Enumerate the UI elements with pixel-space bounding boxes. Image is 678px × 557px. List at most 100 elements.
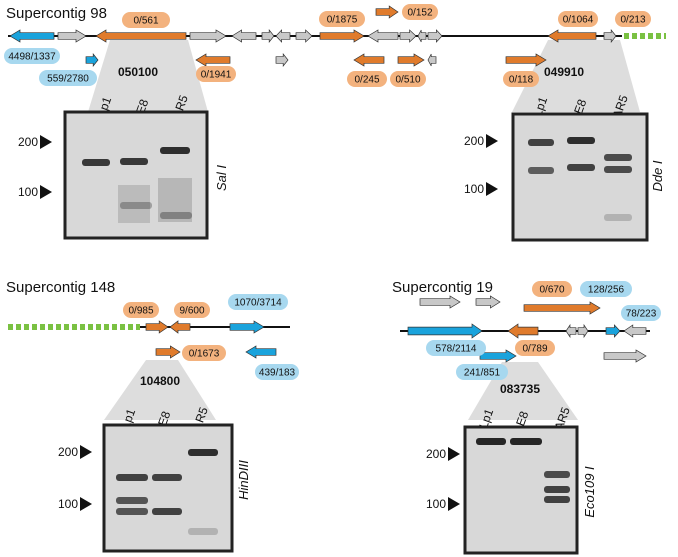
size-marker-arrow — [486, 134, 498, 148]
count-label: 0/1875 — [327, 15, 358, 26]
size-marker-arrow — [486, 182, 498, 196]
count-badge — [347, 71, 387, 87]
gene-arrow — [577, 323, 589, 339]
gel-band — [544, 471, 570, 478]
gene-arrow — [261, 29, 275, 43]
gel-band — [604, 214, 632, 221]
gene-arrow — [399, 29, 417, 43]
count-label: 1070/3714 — [234, 298, 282, 309]
gene-arrow — [603, 349, 647, 363]
gel-band — [604, 166, 632, 173]
size-marker-arrow — [80, 445, 92, 459]
gene-arrow — [479, 349, 517, 363]
count-label: 0/1941 — [201, 70, 232, 81]
locus-id: 049910 — [544, 65, 584, 79]
count-label: 0/118 — [509, 75, 534, 86]
count-badge — [122, 12, 170, 28]
count-label: 578/2114 — [436, 344, 477, 355]
gene-arrow — [169, 320, 191, 334]
count-badge — [196, 66, 236, 82]
gene-arrow — [319, 29, 365, 43]
gene-arrow — [427, 29, 443, 43]
gel-band — [82, 159, 110, 166]
gel-band — [152, 474, 182, 481]
count-badge — [558, 11, 598, 27]
size-marker-label: 100 — [58, 497, 78, 511]
size-marker-label: 100 — [18, 185, 38, 199]
gene-arrow — [375, 5, 399, 19]
gel-band — [544, 486, 570, 493]
gel-band — [116, 497, 148, 504]
gene-arrow — [353, 53, 385, 67]
size-marker-arrow — [80, 497, 92, 511]
gene-arrow — [427, 53, 437, 67]
count-badge — [182, 345, 226, 361]
gene-arrow — [547, 29, 597, 43]
count-label: 0/985 — [128, 306, 153, 317]
gel-band — [116, 474, 148, 481]
gene-arrow — [155, 345, 181, 359]
count-label: 78/223 — [626, 309, 657, 320]
gel-smear — [118, 185, 150, 223]
count-label: 439/183 — [259, 368, 296, 379]
gel-band — [604, 154, 632, 161]
count-label: 0/245 — [354, 75, 379, 86]
count-label: 0/1064 — [563, 15, 594, 26]
count-badge — [123, 302, 159, 318]
count-label: 9/600 — [179, 306, 204, 317]
lane-label: Lp1 — [476, 407, 496, 431]
gel-band — [510, 438, 542, 445]
size-marker-arrow — [40, 185, 52, 199]
locus-id: 104800 — [140, 374, 180, 388]
panel-title: Supercontig 148 — [6, 279, 115, 296]
lane-label: E8 — [513, 409, 531, 428]
size-marker-label: 200 — [464, 134, 484, 148]
gel-band — [116, 508, 148, 515]
enzyme-label: HinDIII — [236, 460, 251, 500]
count-badge — [426, 340, 486, 356]
gene-arrow — [231, 29, 257, 43]
gene-arrow — [229, 320, 265, 334]
gene-arrow — [367, 29, 399, 43]
size-marker-label: 200 — [426, 447, 446, 461]
count-label: 0/789 — [522, 344, 547, 355]
count-badge — [228, 294, 288, 310]
lane-label: Lp1 — [530, 95, 550, 119]
lane-label: E8 — [571, 97, 589, 116]
gel-band — [567, 164, 595, 171]
count-label: 0/561 — [133, 16, 158, 27]
gel-band — [120, 158, 148, 165]
size-marker-label: 100 — [426, 497, 446, 511]
count-badge — [390, 71, 426, 87]
gel-band — [188, 528, 218, 535]
count-label: 0/152 — [407, 8, 432, 19]
count-badge — [621, 305, 661, 321]
enzyme-label: Eco109 I — [582, 466, 597, 518]
count-badge — [4, 48, 60, 64]
gel-band — [160, 147, 190, 154]
gel-band — [160, 212, 192, 219]
count-label: 241/851 — [464, 368, 501, 379]
count-label: 559/2780 — [47, 74, 89, 85]
enzyme-label: Sal I — [214, 165, 229, 191]
gene-arrow — [507, 323, 539, 339]
gel-band — [528, 167, 554, 174]
count-label: 0/510 — [395, 75, 420, 86]
count-label: 0/1673 — [189, 349, 220, 360]
count-label: 128/256 — [588, 285, 625, 296]
size-marker-label: 100 — [464, 182, 484, 196]
gel-band — [528, 139, 554, 146]
gel-image — [102, 423, 234, 553]
gene-arrow — [523, 301, 601, 315]
gene-arrow — [417, 29, 427, 43]
gel-band — [476, 438, 506, 445]
gene-arrow — [623, 324, 647, 338]
count-label: 0/670 — [539, 285, 564, 296]
gel-band — [188, 449, 218, 456]
projection-wedge — [88, 40, 208, 112]
count-badge — [515, 340, 555, 356]
locus-id: 083735 — [500, 382, 540, 396]
lane-label: E8 — [155, 409, 173, 428]
count-badge — [532, 281, 572, 297]
